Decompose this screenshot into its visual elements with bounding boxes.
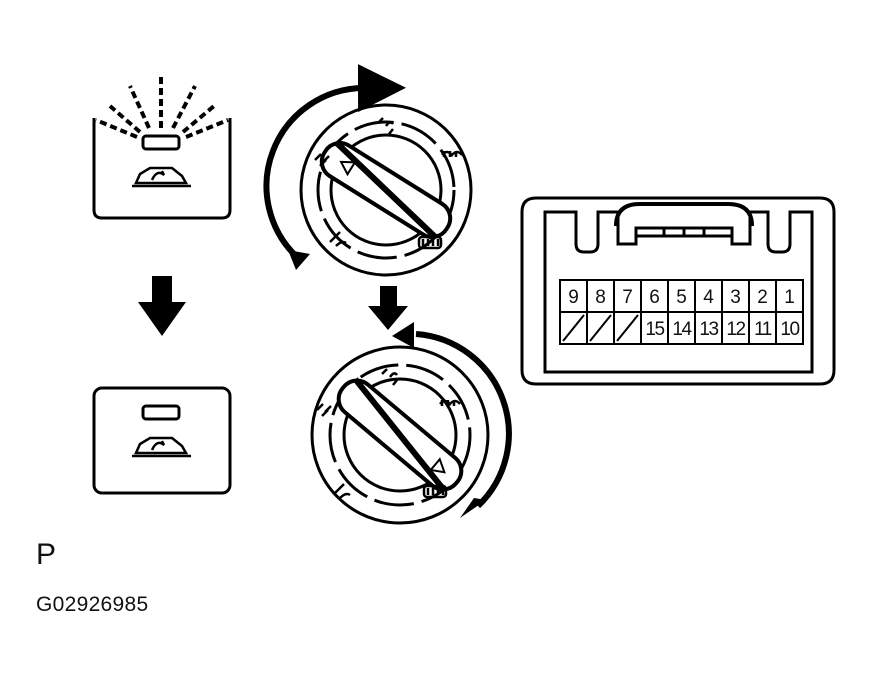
- down-arrow-icon: [138, 276, 186, 336]
- recirc-switch-off: [92, 386, 232, 495]
- pin-number: 11: [754, 319, 772, 340]
- defrost-icon: [441, 150, 463, 157]
- car-recirculation-icon: [132, 436, 191, 458]
- pointer-triangle-icon: [339, 160, 357, 177]
- pin-number: 6: [649, 287, 660, 308]
- pin-number: 2: [757, 287, 768, 308]
- pin-number: 7: [622, 287, 633, 308]
- pin-number: 5: [676, 287, 687, 308]
- face-vent-icon: [316, 403, 332, 417]
- panel-label: P: [36, 538, 57, 571]
- bi-level-icon: [333, 483, 351, 499]
- unused-pin-slash: [562, 314, 585, 342]
- bi-level-icon: [329, 231, 347, 247]
- unused-pin-slash: [616, 314, 639, 342]
- pin-number: 13: [699, 319, 718, 340]
- arrowhead-icon: [460, 498, 486, 518]
- pin-number: 10: [780, 319, 799, 340]
- pin-number: 8: [595, 287, 606, 308]
- pin-cell: [775, 311, 804, 345]
- pointer-triangle-icon: [428, 457, 446, 474]
- bi-level-icon: [381, 368, 398, 386]
- indicator-lamp-lit: [141, 134, 181, 151]
- arrowhead-icon: [364, 74, 388, 102]
- indicator-lamp-off: [141, 404, 181, 421]
- defrost-icon: [422, 484, 448, 499]
- defrost-icon: [439, 399, 461, 406]
- rotate-clockwise-arrow-icon: [263, 64, 406, 261]
- light-rays-icon: [95, 76, 229, 139]
- arrowhead-icon: [392, 322, 414, 348]
- down-arrow-icon: [368, 286, 408, 330]
- unused-pin-slash: [589, 314, 612, 342]
- dial-knob: [336, 377, 464, 493]
- figure-code: G02926985: [36, 593, 149, 616]
- bi-level-icon: [377, 117, 394, 135]
- mode-dial-top: [263, 64, 473, 277]
- pin-number: 9: [568, 287, 579, 308]
- defrost-icon: [417, 235, 443, 250]
- rotate-counterclockwise-arrow-icon: [415, 331, 512, 509]
- dial-knob: [319, 139, 453, 241]
- connector-housing: [520, 196, 836, 386]
- pin-number: 14: [672, 319, 692, 340]
- recirc-switch-on: [92, 76, 232, 220]
- pin-number: 4: [703, 287, 714, 308]
- pin-number: 1: [784, 287, 795, 308]
- pin-number: 15: [645, 319, 664, 340]
- car-recirculation-icon: [132, 166, 191, 188]
- face-vent-icon: [314, 153, 330, 167]
- pin-number: 12: [726, 319, 745, 340]
- arrowhead-icon: [288, 250, 310, 270]
- pin-number: 3: [730, 287, 741, 308]
- mode-dial-bottom: [310, 322, 512, 525]
